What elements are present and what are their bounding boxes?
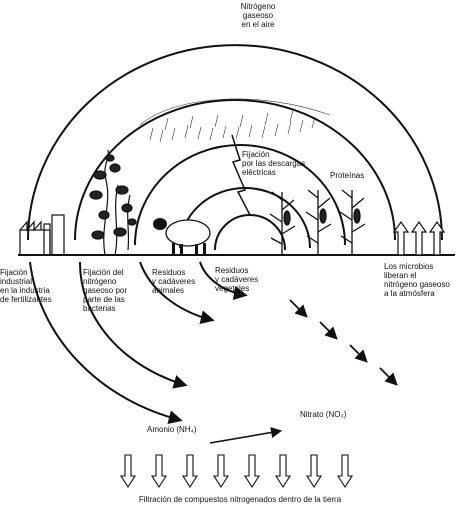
up-arrow-icon (410, 220, 428, 256)
outer-arc-lower-left (29, 261, 183, 424)
down-arrow-icon (212, 454, 230, 489)
corn-plant-icon (339, 189, 366, 255)
arc-3-lower (139, 261, 215, 325)
up-arrows (392, 220, 446, 256)
cycle-arcs (27, 44, 443, 424)
lightning-bolt-icon (231, 134, 251, 216)
label-lightning-fixation: Fijación por las descargas eléctricas (242, 150, 306, 177)
down-arrow-icon (336, 454, 354, 489)
outer-arc (27, 44, 443, 241)
down-arrow-icon (181, 454, 199, 489)
down-arrow-icon (150, 454, 168, 489)
down-arrow-icon (305, 454, 323, 489)
down-arrow-icon (243, 454, 261, 489)
label-nitrate: Nitrato (NO₃) (300, 410, 347, 419)
corn-plant-icon (269, 191, 296, 255)
ammonium-to-nitrate-arrow (209, 426, 283, 444)
down-arrow-icon (119, 454, 137, 489)
corn-plants (269, 189, 366, 255)
up-arrow-icon (392, 220, 410, 256)
arc-5 (214, 214, 286, 251)
label-filtration: Filtración de compuestos nitrogenados de… (138, 495, 342, 504)
arc-2-lower (78, 261, 188, 389)
up-arrow-icon (428, 220, 446, 256)
label-industrial-fixation: Fijación industrial en la industria de f… (0, 268, 52, 304)
arc-3 (134, 144, 346, 246)
corn-plant-icon (305, 189, 332, 255)
down-arrows (119, 454, 354, 489)
factory-icon (19, 214, 65, 256)
climbing-plant-icon (89, 149, 137, 256)
sheep-icon (153, 218, 211, 255)
arc-2 (74, 99, 396, 241)
label-ammonium: Amonio (NH₄) (147, 425, 197, 434)
diagonal-arrows (289, 299, 398, 386)
down-arrow-icon (274, 454, 292, 489)
cloud-icon (139, 98, 331, 143)
label-air-nitrogen: Nitrógeno gaseoso en el aire (240, 2, 276, 29)
label-plant-residues: Residuos y cadáveres vegetales (215, 266, 259, 293)
label-animal-residues: Residuos y cadáveres animales (152, 268, 196, 295)
label-microbes-release: Los microbios liberan el nitrógeno gaseo… (384, 262, 450, 298)
label-proteins: Proteínas (330, 171, 365, 180)
label-bacterial-fixation: Fijación del nitrógeno gaseoso por parte… (83, 268, 128, 313)
arc-4-lower (199, 261, 248, 301)
